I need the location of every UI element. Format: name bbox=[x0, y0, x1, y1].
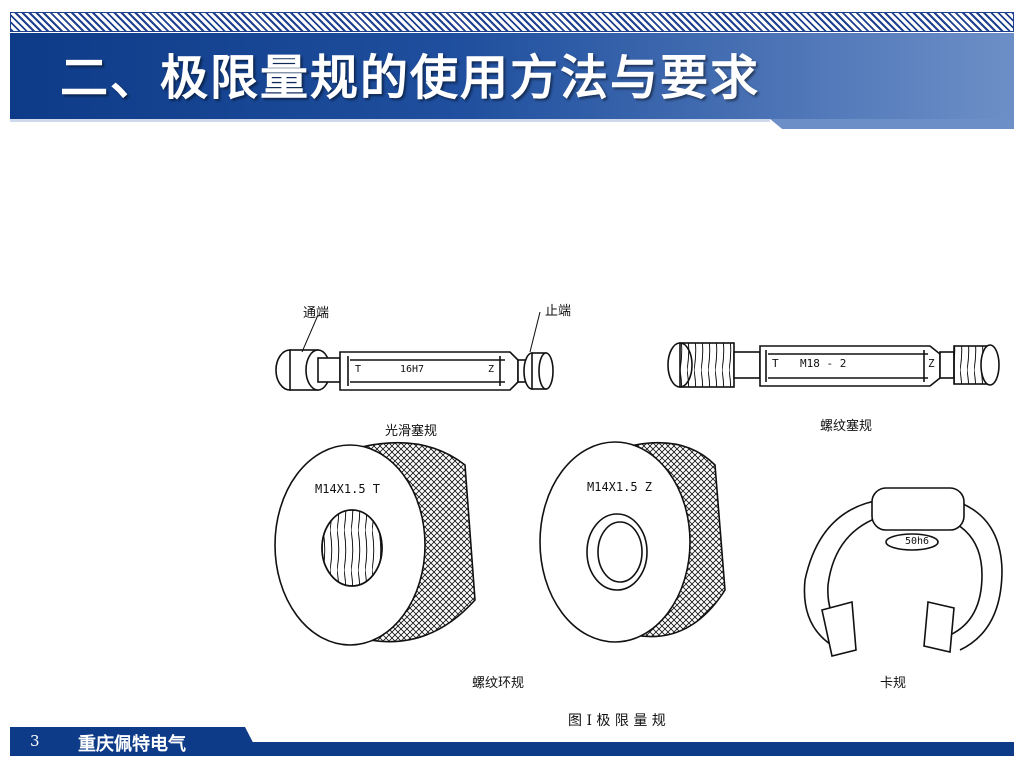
plain-plug-marking-z: Z bbox=[488, 364, 495, 375]
thread-plug-marking-t: T bbox=[772, 357, 779, 370]
snap-gauge bbox=[803, 487, 1003, 657]
thread-ring-gauge-go bbox=[274, 441, 476, 646]
footer-bar bbox=[10, 742, 1014, 756]
thread-plug-gauge bbox=[667, 342, 1000, 388]
thread-plug-marking-z: Z bbox=[928, 357, 935, 370]
plain-plug-marking-size: 16H7 bbox=[400, 364, 425, 375]
header-hatch-stripe bbox=[10, 12, 1014, 32]
footer-tab bbox=[10, 727, 260, 756]
figure-caption: 图 I 极 限 量 规 bbox=[568, 713, 666, 729]
thread-plug-marking-size: M18 - 2 bbox=[800, 357, 847, 370]
ring-go-marking: M14X1.5 T bbox=[315, 482, 381, 496]
plain-plug-marking-t: T bbox=[355, 364, 362, 375]
company-name: 重庆佩特电气 bbox=[78, 734, 186, 755]
thread-plug-gauge-label: 螺纹塞规 bbox=[820, 419, 873, 434]
nogo-end-label: 止端 bbox=[545, 304, 572, 319]
title-underline bbox=[10, 119, 770, 122]
title-notch bbox=[770, 119, 1014, 129]
thread-ring-gauge-label: 螺纹环规 bbox=[472, 676, 525, 691]
snap-gauge-marking: 50h6 bbox=[905, 536, 930, 547]
page-number: 3 bbox=[30, 732, 40, 750]
slide-title: 二、极限量规的使用方法与要求 bbox=[60, 50, 761, 106]
gauge-figure: 通端 止端 T 16H7 Z 光滑塞规 T M18 - 2 Z 螺纹塞规 M14… bbox=[260, 290, 1010, 730]
go-end-label: 通端 bbox=[303, 306, 330, 321]
snap-gauge-label: 卡规 bbox=[880, 676, 907, 691]
plain-plug-gauge-label: 光滑塞规 bbox=[385, 424, 438, 439]
ring-nogo-marking: M14X1.5 Z bbox=[587, 480, 653, 494]
title-band bbox=[10, 33, 1014, 119]
thread-ring-gauge-nogo bbox=[539, 441, 726, 643]
plain-plug-gauge bbox=[275, 311, 554, 391]
gauge-illustration bbox=[274, 311, 1003, 657]
